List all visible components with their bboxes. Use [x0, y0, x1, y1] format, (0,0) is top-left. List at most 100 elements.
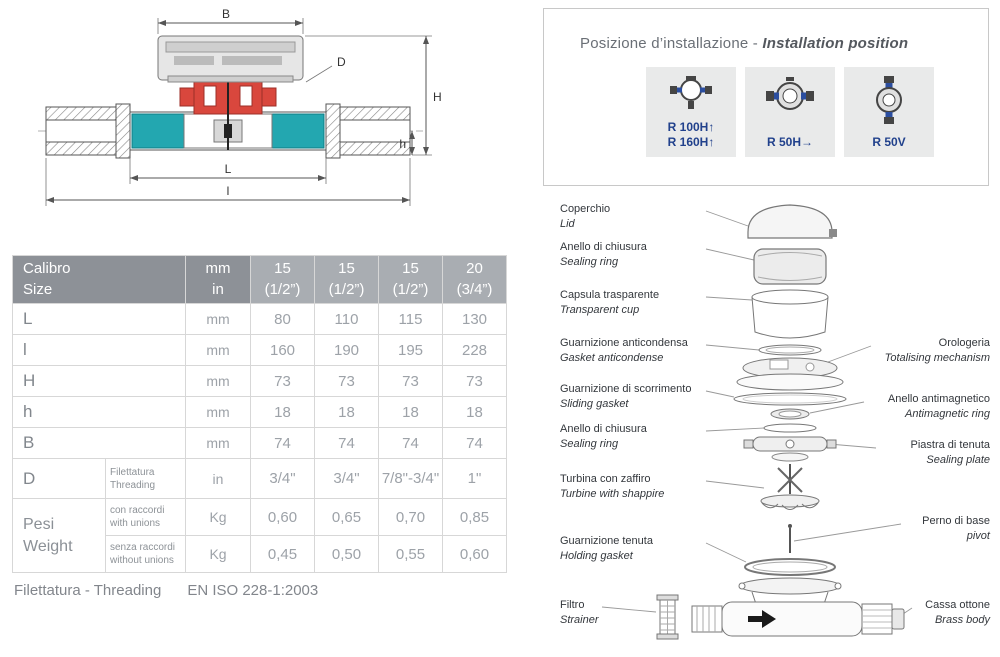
value-cell: 1": [442, 458, 507, 499]
register-head: [157, 35, 304, 83]
installation-cell-horizontal-r50: R 50H→: [745, 67, 835, 157]
strainer: [656, 594, 679, 640]
row-label: L: [12, 303, 186, 335]
position-label: R 100H↑ R 160H↑: [667, 119, 715, 150]
value-cell: 73: [378, 365, 443, 397]
table-header-row: Calibro Size mm in 15 (1/2”) 15 (1/2”) 1…: [12, 255, 507, 304]
header-size-2: 15 (1/2”): [314, 255, 379, 304]
installation-title: Posizione d’installazione - Installation…: [580, 35, 988, 52]
value-cell: 3/4": [314, 458, 379, 499]
value-cell: 190: [314, 334, 379, 366]
sealing-ring-top: [753, 248, 827, 285]
sealing-ring-lower: [763, 423, 817, 433]
exploded-parts-svg: [601, 204, 913, 640]
anticondense-gasket: [758, 344, 822, 356]
value-cell: 74: [250, 427, 315, 459]
header-size-1: 15 (1/2”): [250, 255, 315, 304]
table-row-B: B mm 74 74 74 74: [12, 427, 507, 459]
dim-L-label: L: [225, 162, 232, 176]
meter-vertical-icon: [876, 76, 902, 124]
unit-cell: mm: [185, 334, 251, 366]
value-cell: 74: [442, 427, 507, 459]
measuring-mechanism: [179, 74, 277, 150]
installation-cell-horizontal-r100: R 100H↑ R 160H↑: [646, 67, 736, 157]
totalising-mechanism: [736, 357, 844, 391]
weight-label: Pesi Weight: [12, 498, 106, 573]
value-cell: 74: [314, 427, 379, 459]
value-cell: 18: [314, 396, 379, 428]
unit-cell: mm: [185, 396, 251, 428]
table-row-h: h mm 18 18 18 18: [12, 396, 507, 428]
sealing-plate: [743, 436, 837, 462]
meter-cross-section-svg: B D H h L l: [38, 7, 442, 206]
dimension-lines: [45, 18, 432, 206]
table-row-L: L mm 80 110 115 130: [12, 303, 507, 335]
row-sublabel: senza raccordi without unions: [105, 535, 186, 573]
position-label: R 50H→: [766, 135, 813, 150]
dim-H-label: H: [433, 90, 442, 104]
value-cell: 73: [314, 365, 379, 397]
position-label: R 50V: [872, 135, 906, 150]
row-sublabel: Filettatura Threading: [105, 458, 186, 499]
value-cell: 0,60: [442, 535, 507, 573]
row-label: B: [12, 427, 186, 459]
value-cell: 0,50: [314, 535, 379, 573]
table-row-D-threading: D Filettatura Threading in 3/4" 3/4" 7/8…: [12, 458, 507, 499]
value-cell: 3/4": [250, 458, 315, 499]
value-cell: 18: [442, 396, 507, 428]
value-cell: 0,70: [378, 498, 443, 536]
leader-lines: [601, 210, 913, 617]
unit-cell: mm: [185, 427, 251, 459]
row-sublabel: con raccordi with unions: [105, 498, 186, 536]
holding-gasket: [744, 558, 836, 576]
brass-body: [691, 577, 905, 637]
value-cell: 160: [250, 334, 315, 366]
installation-cells: R 100H↑ R 160H↑ R 50H→: [646, 67, 988, 157]
value-cell: 18: [378, 396, 443, 428]
unit-cell: in: [185, 458, 251, 499]
spec-table: Calibro Size mm in 15 (1/2”) 15 (1/2”) 1…: [12, 255, 507, 573]
value-cell: 115: [378, 303, 443, 335]
value-cell: 0,85: [442, 498, 507, 536]
value-cell: 7/8"-3/4": [378, 458, 443, 499]
lid: [747, 204, 837, 239]
value-cell: 80: [250, 303, 315, 335]
row-label: H: [12, 365, 186, 397]
value-cell: 110: [314, 303, 379, 335]
row-label: D: [12, 458, 106, 499]
pivot-pin: [788, 524, 792, 553]
dim-h-label: h: [399, 137, 406, 151]
turbine: [760, 464, 820, 510]
transparent-cup: [751, 289, 829, 339]
header-size-4: 20 (3/4”): [442, 255, 507, 304]
technical-drawing: B D H h L l: [18, 4, 455, 250]
flow-arrow-icon: [748, 610, 776, 628]
unit-cell: mm: [185, 303, 251, 335]
value-cell: 228: [442, 334, 507, 366]
value-cell: 0,45: [250, 535, 315, 573]
pipe-couplings: [45, 103, 411, 159]
value-cell: 74: [378, 427, 443, 459]
unit-cell: Kg: [185, 535, 251, 573]
unit-cell: mm: [185, 365, 251, 397]
installation-cell-vertical-r50: R 50V: [844, 67, 934, 157]
row-label: l: [12, 334, 186, 366]
unit-cell: Kg: [185, 498, 251, 536]
row-label: h: [12, 396, 186, 428]
table-row-weight-without-unions: senza raccordi without unions Kg 0,45 0,…: [13, 535, 507, 573]
installation-title-en: Installation position: [762, 35, 909, 52]
meter-horizontal-icon: [670, 76, 712, 109]
value-cell: 0,55: [378, 535, 443, 573]
